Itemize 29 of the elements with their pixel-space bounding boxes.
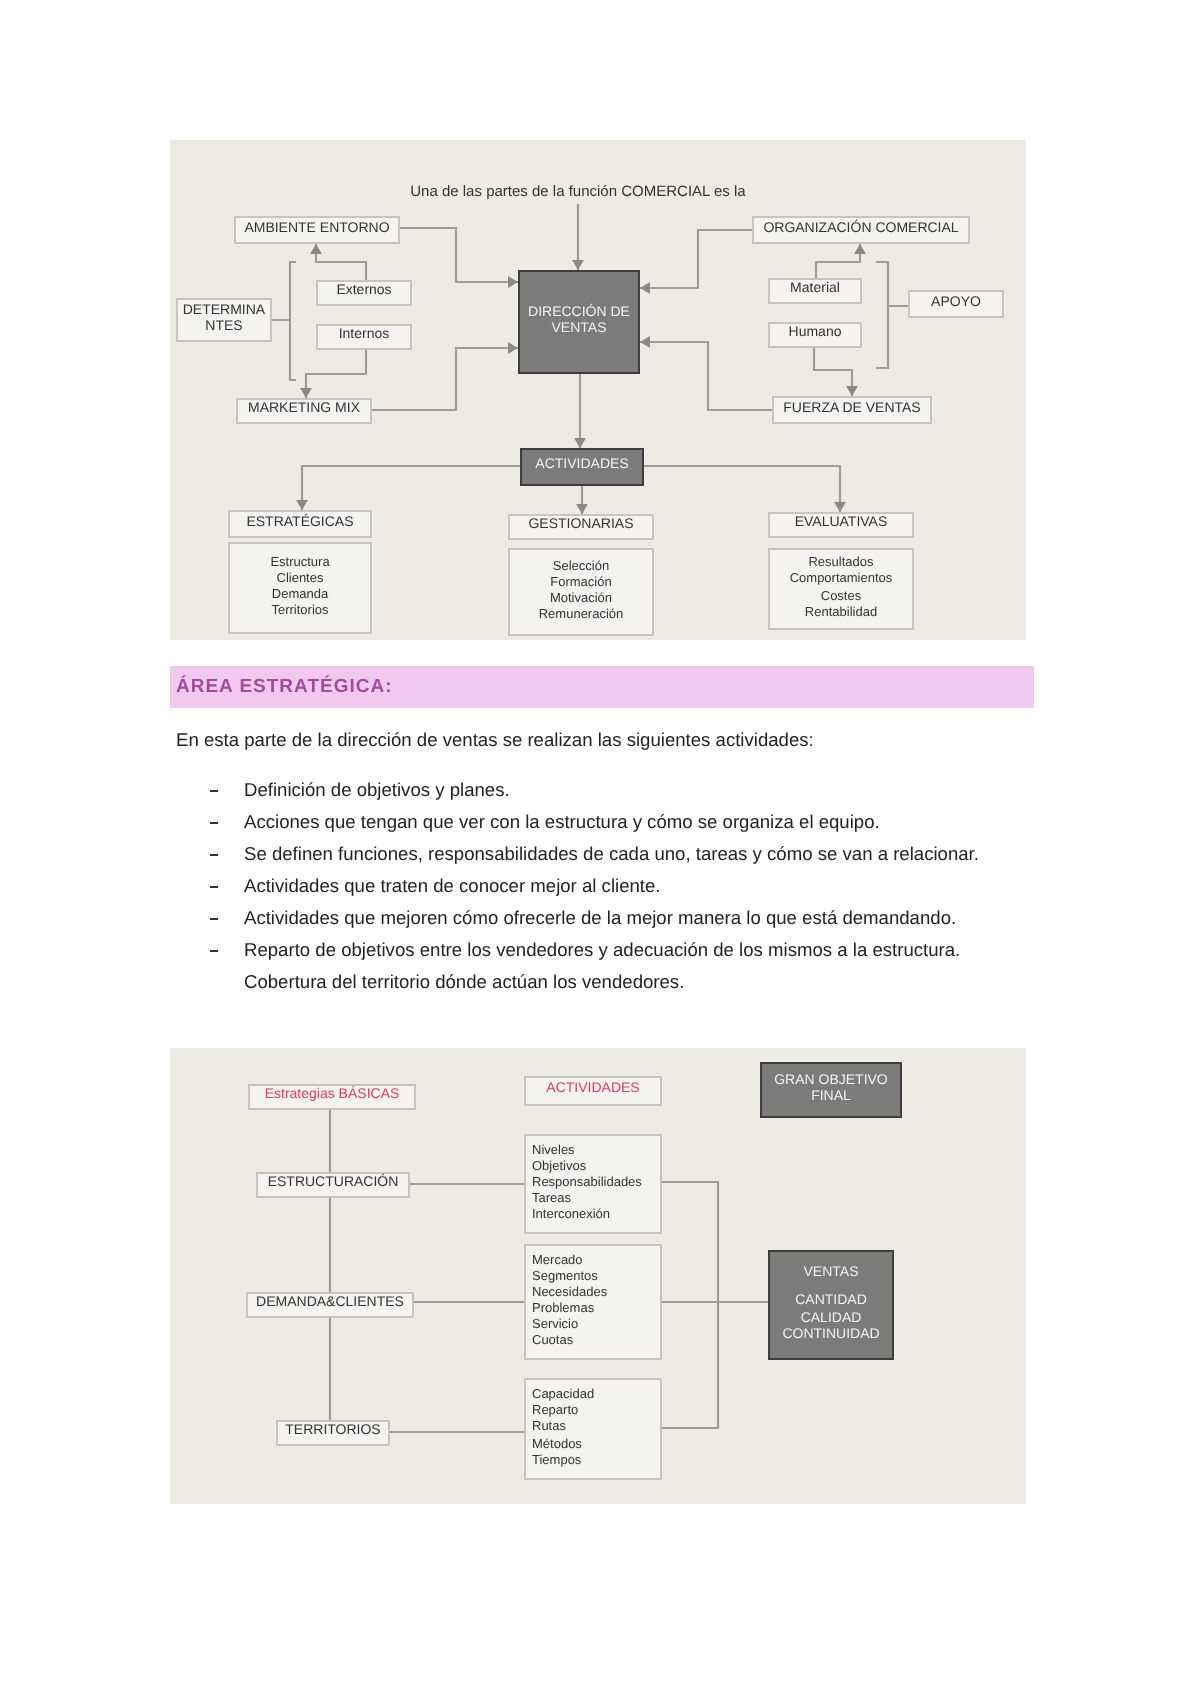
arrow [640,228,752,294]
arrow [400,226,518,288]
connector-line [662,1300,768,1430]
arrow [310,244,368,280]
list-item: Se definen funciones, responsabilidades de cada uno, tareas y cómo se van a relacionar. [244,842,981,868]
list-item: Definición de objetivos y planes. [244,778,512,804]
list-item: Reparto de objetivos entre los vendedores y adecuación de los mismos a la estructura. Cobertura del territorio dónde actúan los vendedores. [244,938,963,996]
arrow [644,464,846,512]
connector-line [414,1300,524,1304]
list-item: Actividades que traten de conocer mejor al cliente. [244,874,663,900]
arrow [574,374,586,448]
connector-line [390,1430,524,1434]
section-heading: ÁREA ESTRATÉGICA: [170,666,1034,708]
arrow [300,350,368,398]
connector-line [328,1198,332,1292]
arrow [812,348,858,396]
arrow [814,244,866,278]
arrow [576,486,588,514]
list-item: Acciones que tengan que ver con la estructura y cómo se organiza el equipo. [244,810,882,836]
connector-line [328,1318,332,1420]
connector-line [410,1182,524,1186]
list-item: Actividades que mejoren cómo ofrecerle de la mejor manera lo que está demandando. [244,906,959,932]
connector-line [328,1110,332,1172]
arrow [296,464,520,510]
arrow [372,342,518,412]
arrow [572,204,584,270]
paragraph: En esta parte de la dirección de ventas se realizan las siguientes actividades: [176,728,816,754]
process-box [768,1250,894,1360]
arrow [640,336,772,412]
